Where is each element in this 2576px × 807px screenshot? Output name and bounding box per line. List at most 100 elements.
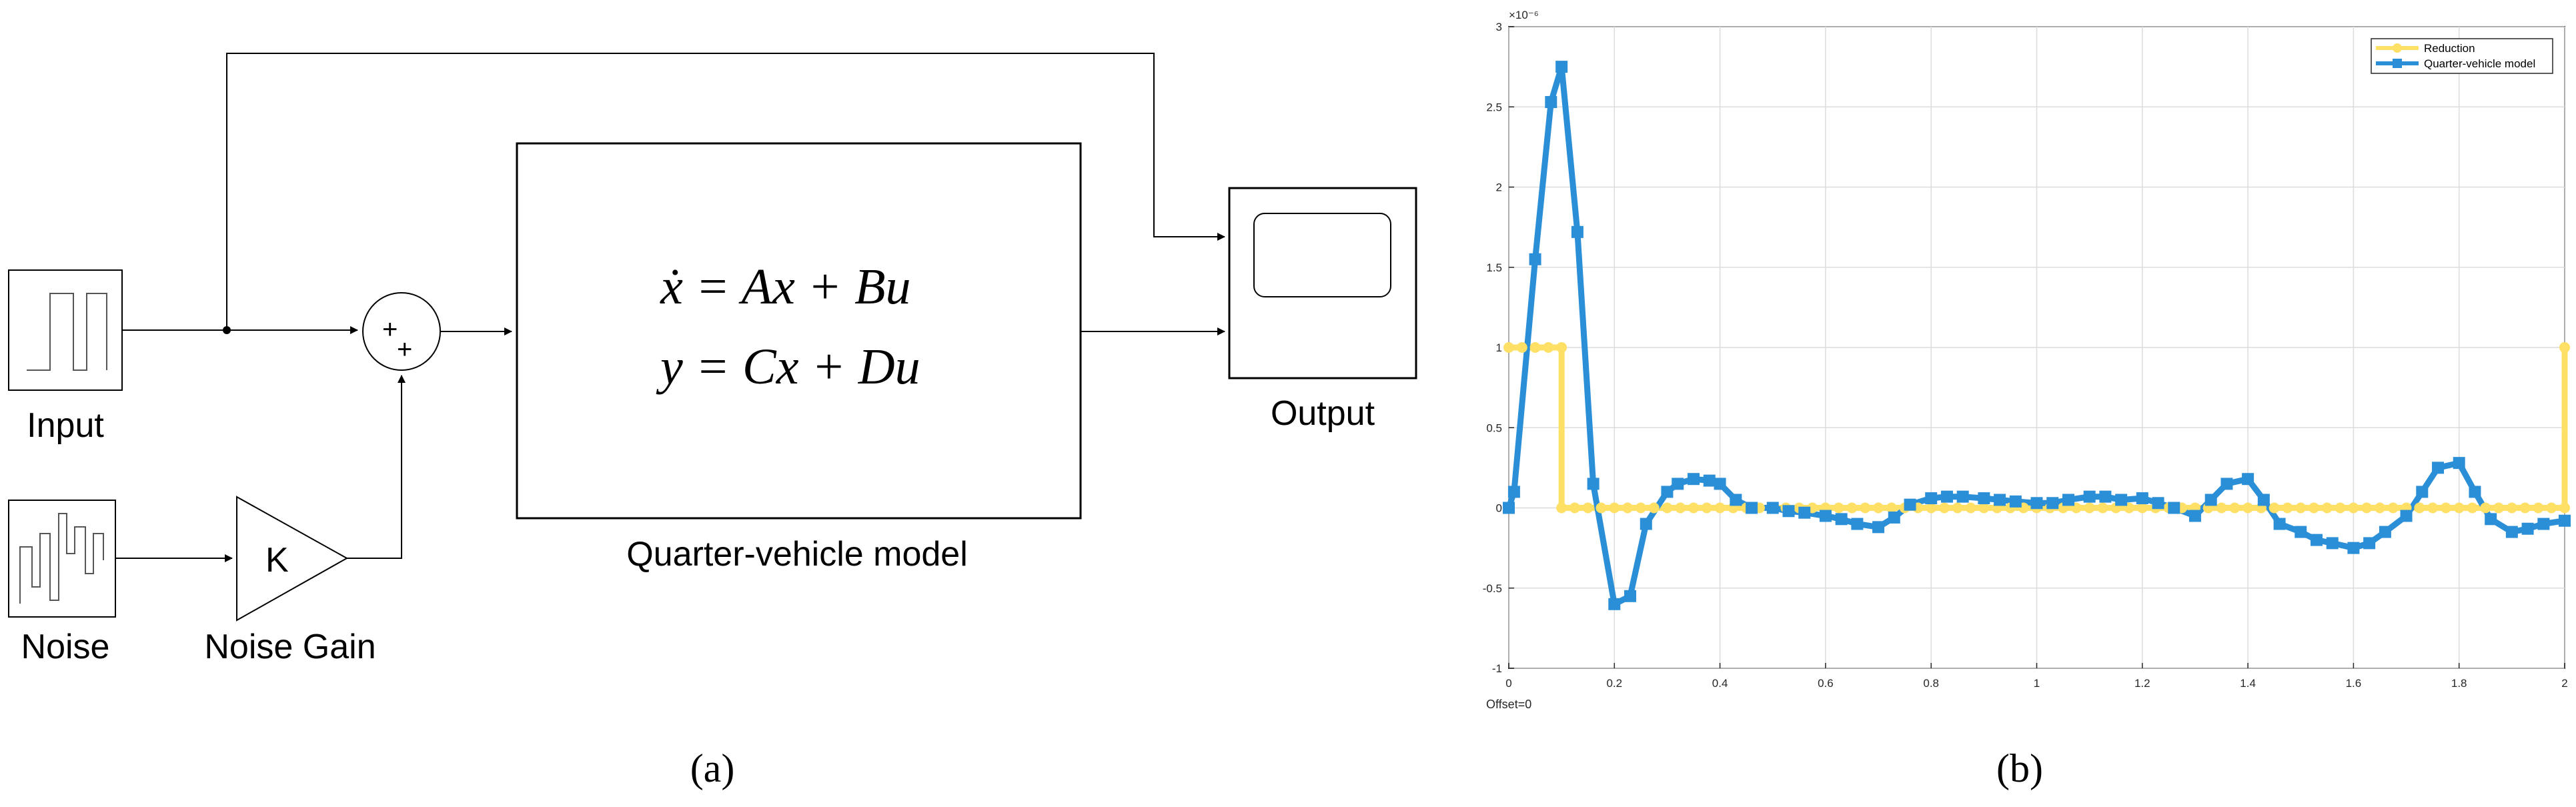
data-point-reduction bbox=[1569, 502, 1580, 514]
output-label: Output bbox=[1271, 394, 1375, 433]
data-point-quarter-vehicle-model bbox=[2030, 497, 2043, 510]
data-point-quarter-vehicle-model bbox=[1624, 590, 1637, 602]
data-point-reduction bbox=[1833, 502, 1844, 514]
data-point-quarter-vehicle-model bbox=[2400, 510, 2413, 522]
data-point-quarter-vehicle-model bbox=[2363, 537, 2376, 550]
y-tick-label: 0 bbox=[1496, 502, 1502, 515]
data-point-reduction bbox=[2519, 502, 2531, 514]
x-tick-label: 2 bbox=[2561, 677, 2567, 690]
data-point-quarter-vehicle-model bbox=[1703, 474, 1716, 487]
data-point-reduction bbox=[1609, 502, 1620, 514]
data-point-quarter-vehicle-model bbox=[2009, 495, 2022, 508]
data-point-quarter-vehicle-model bbox=[2188, 510, 2201, 522]
data-point-quarter-vehicle-model bbox=[1661, 486, 1674, 498]
data-point-reduction bbox=[2387, 502, 2399, 514]
data-point-reduction bbox=[1978, 502, 1990, 514]
data-point-quarter-vehicle-model bbox=[2046, 497, 2059, 510]
data-point-quarter-vehicle-model bbox=[2273, 518, 2286, 530]
data-point-reduction bbox=[1662, 502, 1673, 514]
data-point-quarter-vehicle-model bbox=[2453, 457, 2465, 470]
data-point-reduction bbox=[1938, 502, 1950, 514]
model-label: Quarter-vehicle model bbox=[626, 535, 968, 574]
x-tick-label: 0.8 bbox=[1923, 677, 1939, 690]
data-point-reduction bbox=[1675, 502, 1686, 514]
data-point-quarter-vehicle-model bbox=[1782, 505, 1795, 518]
data-point-reduction bbox=[2361, 502, 2373, 514]
data-point-reduction bbox=[2136, 502, 2148, 514]
state-equation: ẋ = Ax + Bu bbox=[660, 259, 911, 315]
pulse-icon bbox=[27, 293, 107, 371]
data-point-quarter-vehicle-model bbox=[2521, 522, 2534, 535]
data-point-quarter-vehicle-model bbox=[1688, 473, 1700, 486]
x-tick-label: 0.2 bbox=[1606, 677, 1622, 690]
data-point-reduction bbox=[2282, 502, 2293, 514]
data-point-reduction bbox=[1556, 342, 1567, 353]
legend-marker-reduction bbox=[2393, 43, 2402, 53]
y-tick-label: -0.5 bbox=[1483, 582, 1502, 595]
data-point-reduction bbox=[2242, 502, 2254, 514]
data-point-quarter-vehicle-model bbox=[2204, 494, 2217, 506]
data-point-quarter-vehicle-model bbox=[2152, 497, 2164, 510]
data-point-quarter-vehicle-model bbox=[1956, 490, 1969, 503]
data-point-reduction bbox=[2295, 502, 2307, 514]
panel-a-diagram: Input Noise K Noise Gain + + ẋ = Ax + Bu… bbox=[8, 53, 1417, 790]
data-point-reduction bbox=[2335, 502, 2346, 514]
data-point-reduction bbox=[1529, 342, 1541, 353]
data-point-reduction bbox=[2216, 502, 2227, 514]
y-exponent-label: ×10⁻⁶ bbox=[1509, 9, 1539, 21]
data-point-reduction bbox=[1860, 502, 1871, 514]
branch-point bbox=[223, 326, 231, 334]
data-point-reduction bbox=[2427, 502, 2439, 514]
data-point-quarter-vehicle-model bbox=[1746, 502, 1758, 514]
data-point-quarter-vehicle-model bbox=[2099, 490, 2112, 503]
noise-block[interactable] bbox=[8, 500, 116, 618]
data-point-reduction bbox=[1965, 502, 1976, 514]
state-space-block[interactable]: ẋ = Ax + Bu y = Cx + Du bbox=[516, 142, 1082, 520]
sum-sign-1: + bbox=[382, 315, 398, 344]
data-point-quarter-vehicle-model bbox=[1940, 490, 1953, 503]
signal-lines bbox=[115, 53, 1225, 562]
data-point-quarter-vehicle-model bbox=[2257, 494, 2270, 506]
sum-block[interactable]: + + bbox=[362, 292, 441, 371]
data-point-reduction bbox=[2097, 502, 2108, 514]
data-point-reduction bbox=[1543, 342, 1554, 353]
scope-screen-icon bbox=[1253, 213, 1391, 297]
legend: Reduction Quarter-vehicle model bbox=[2371, 38, 2553, 74]
data-point-reduction bbox=[1516, 342, 1527, 353]
data-point-quarter-vehicle-model bbox=[1571, 225, 1583, 238]
data-point-reduction bbox=[1595, 502, 1607, 514]
output-equation: y = Cx + Du bbox=[656, 339, 920, 395]
data-point-quarter-vehicle-model bbox=[1555, 61, 1568, 73]
y-tick-label: 0.5 bbox=[1486, 422, 1502, 434]
data-point-quarter-vehicle-model bbox=[1819, 510, 1832, 522]
data-point-reduction bbox=[2229, 502, 2240, 514]
data-point-reduction bbox=[2414, 502, 2425, 514]
output-scope-block[interactable] bbox=[1228, 187, 1417, 379]
y-tick-label: 1.5 bbox=[1486, 261, 1502, 274]
data-point-quarter-vehicle-model bbox=[1507, 486, 1520, 498]
data-point-quarter-vehicle-model bbox=[2326, 537, 2339, 550]
noise-gain-block[interactable]: K bbox=[236, 496, 349, 622]
data-point-quarter-vehicle-model bbox=[1888, 511, 1900, 524]
data-point-reduction bbox=[1846, 502, 1858, 514]
data-point-reduction bbox=[2533, 502, 2544, 514]
data-point-quarter-vehicle-model bbox=[2310, 534, 2323, 546]
gain-symbol: K bbox=[265, 541, 289, 580]
x-tick-label: 1 bbox=[2034, 677, 2040, 690]
data-point-reduction bbox=[1701, 502, 1712, 514]
data-point-quarter-vehicle-model bbox=[1529, 253, 1541, 265]
noise-signal-icon bbox=[19, 513, 104, 604]
data-point-quarter-vehicle-model bbox=[1640, 518, 1652, 530]
input-block[interactable] bbox=[8, 269, 123, 391]
data-point-reduction bbox=[2559, 502, 2570, 514]
data-point-quarter-vehicle-model bbox=[2347, 542, 2360, 554]
data-point-reduction bbox=[2546, 502, 2557, 514]
y-tick-label: 1 bbox=[1496, 341, 1502, 354]
data-point-reduction bbox=[1688, 502, 1700, 514]
data-point-reduction bbox=[2348, 502, 2359, 514]
data-point-quarter-vehicle-model bbox=[1835, 513, 1848, 526]
